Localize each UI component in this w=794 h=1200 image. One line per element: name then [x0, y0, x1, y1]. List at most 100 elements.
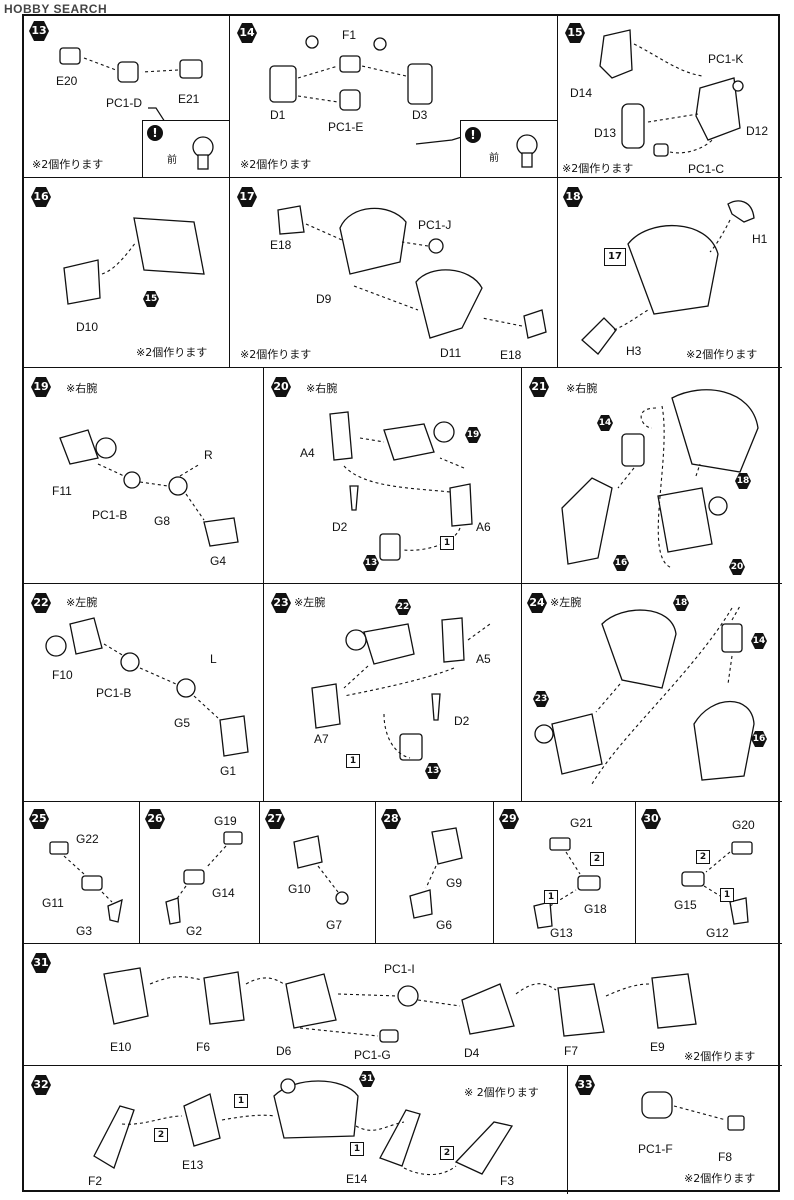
step-25-badge: 25 — [28, 808, 50, 830]
part-d2: D2 — [332, 520, 348, 534]
part-a7: A7 — [314, 732, 329, 746]
part-d2: D2 — [454, 714, 470, 728]
part-d10: D10 — [76, 320, 99, 334]
order-marker-1: 1 — [544, 890, 558, 904]
part-e10: E10 — [110, 1040, 132, 1054]
step-25-panel: 25 G22 G11 G3 — [24, 802, 140, 944]
step-18-drawing — [581, 200, 755, 355]
part-g2: G2 — [186, 924, 203, 938]
part-pc1-c: PC1-C — [688, 162, 725, 176]
order-marker-1: 1 — [346, 754, 360, 768]
make-two-note: ※2個作ります — [240, 158, 312, 171]
step-19-panel: 19 ※右腕 F11 R PC1-B G8 G4 — [24, 368, 264, 584]
part-f11: F11 — [52, 484, 72, 498]
step-26-drawing — [165, 831, 243, 925]
step-21-panel: 21 ※右腕 14 18 16 20 — [522, 368, 782, 584]
caution-icon: ! — [147, 125, 163, 141]
part-d3: D3 — [412, 108, 428, 122]
part-h1: H1 — [752, 232, 768, 246]
step-31-badge: 31 — [30, 952, 52, 974]
part-g3: G3 — [76, 924, 93, 938]
step-28-drawing — [409, 827, 463, 919]
order-marker-1b: 1 — [350, 1142, 364, 1156]
part-f7: F7 — [564, 1044, 579, 1058]
part-pc1-b: PC1-B — [96, 686, 132, 700]
make-two-note: ※2個作ります — [240, 348, 312, 361]
step-16-panel: 16 15 D10 ※2個作ります — [24, 178, 230, 368]
step-26-badge: 26 — [144, 808, 166, 830]
step-16-badge: 16 — [30, 186, 52, 208]
part-g12: G12 — [706, 926, 729, 940]
part-pc1-f: PC1-F — [638, 1142, 673, 1156]
part-g14: G14 — [212, 886, 235, 900]
part-e21: E21 — [178, 92, 200, 106]
front-callout: ! 前 — [460, 120, 558, 178]
step-27-panel: 27 G10 G7 — [260, 802, 376, 944]
ref-step-23: 23 — [532, 690, 550, 708]
ref-step-14: 14 — [750, 632, 768, 650]
part-f1: F1 — [342, 28, 357, 42]
part-f6: F6 — [196, 1040, 211, 1054]
part-g11: G11 — [42, 896, 64, 910]
step-31-drawing — [103, 967, 697, 1043]
part-g22: G22 — [76, 832, 99, 846]
part-g4: G4 — [210, 554, 227, 568]
left-arm-note: ※左腕 — [550, 596, 582, 609]
make-two-note: ※2個作ります — [684, 1050, 756, 1063]
part-pc1-i: PC1-I — [384, 962, 415, 976]
step-32-panel: 32 31 ※ 2個作ります 1 2 1 2 F2 E13 E14 F3 — [24, 1066, 568, 1194]
step-20-badge: 20 — [270, 376, 292, 398]
step-17-badge: 17 — [236, 186, 258, 208]
left-arm-note: ※左腕 — [66, 596, 98, 609]
step-21-drawing — [561, 389, 759, 569]
part-g6: G6 — [436, 918, 453, 932]
step-27-drawing — [293, 835, 349, 905]
part-a5: A5 — [476, 652, 491, 666]
part-l: L — [210, 652, 217, 666]
part-e14: E14 — [346, 1172, 368, 1186]
step-30-badge: 30 — [640, 808, 662, 830]
step-33-drawing — [641, 1091, 745, 1131]
ref-step-31: 31 — [358, 1070, 376, 1088]
part-e20: E20 — [56, 74, 78, 88]
right-arm-note: ※右腕 — [306, 382, 338, 395]
ref-step-19: 19 — [464, 426, 482, 444]
step-14-badge: 14 — [236, 22, 258, 44]
part-pc1-d: PC1-D — [106, 96, 143, 110]
step-20-drawing — [329, 411, 473, 561]
part-f8: F8 — [718, 1150, 733, 1164]
step-20-panel: 20 ※右腕 19 A4 D2 A6 13 1 — [264, 368, 522, 584]
part-e18-bottom: E18 — [500, 348, 522, 362]
part-f2: F2 — [88, 1174, 103, 1188]
step-30-drawing — [681, 841, 753, 925]
ref-step-15: 15 — [142, 290, 160, 308]
step-17-panel: 17 E18 PC1-J D9 D11 E18 ※2個作ります — [230, 178, 558, 368]
part-g10: G10 — [288, 882, 311, 896]
step-24-panel: 24 ※左腕 18 14 23 16 — [522, 584, 782, 802]
part-d9: D9 — [316, 292, 332, 306]
right-arm-note: ※右腕 — [566, 382, 598, 395]
part-d4: D4 — [464, 1046, 480, 1060]
step-16-drawing — [63, 217, 205, 305]
step-28-panel: 28 G9 G6 — [376, 802, 494, 944]
step-27-badge: 27 — [264, 808, 286, 830]
ref-step-18: 18 — [734, 472, 752, 490]
left-arm-note: ※左腕 — [294, 596, 326, 609]
front-callout: ! 前 — [142, 120, 230, 178]
part-pc1-k: PC1-K — [708, 52, 744, 66]
ref-step-22: 22 — [394, 598, 412, 616]
ref-step-20: 20 — [728, 558, 746, 576]
part-d1: D1 — [270, 108, 286, 122]
step-13-badge: 13 — [28, 20, 50, 42]
ref-step-13: 13 — [362, 554, 380, 572]
step-14-drawing — [269, 35, 479, 145]
order-marker-2: 2 — [590, 852, 604, 866]
step-31-panel: 31 PC1-I E10 F6 D6 PC1-G D4 F7 E9 ※2個作りま… — [24, 944, 782, 1066]
part-e9: E9 — [650, 1040, 665, 1054]
step-17-drawing — [277, 205, 547, 339]
step-15-panel: 15 PC1-K D14 D13 D12 PC1-C ※2個作ります — [558, 16, 782, 178]
step-32-drawing — [93, 1078, 514, 1176]
step-32-badge: 32 — [30, 1074, 52, 1096]
step-13-panel: 13 E20 PC1-D E21 ※2個作ります ! 前 — [24, 16, 230, 178]
order-marker-1: 1 — [720, 888, 734, 902]
